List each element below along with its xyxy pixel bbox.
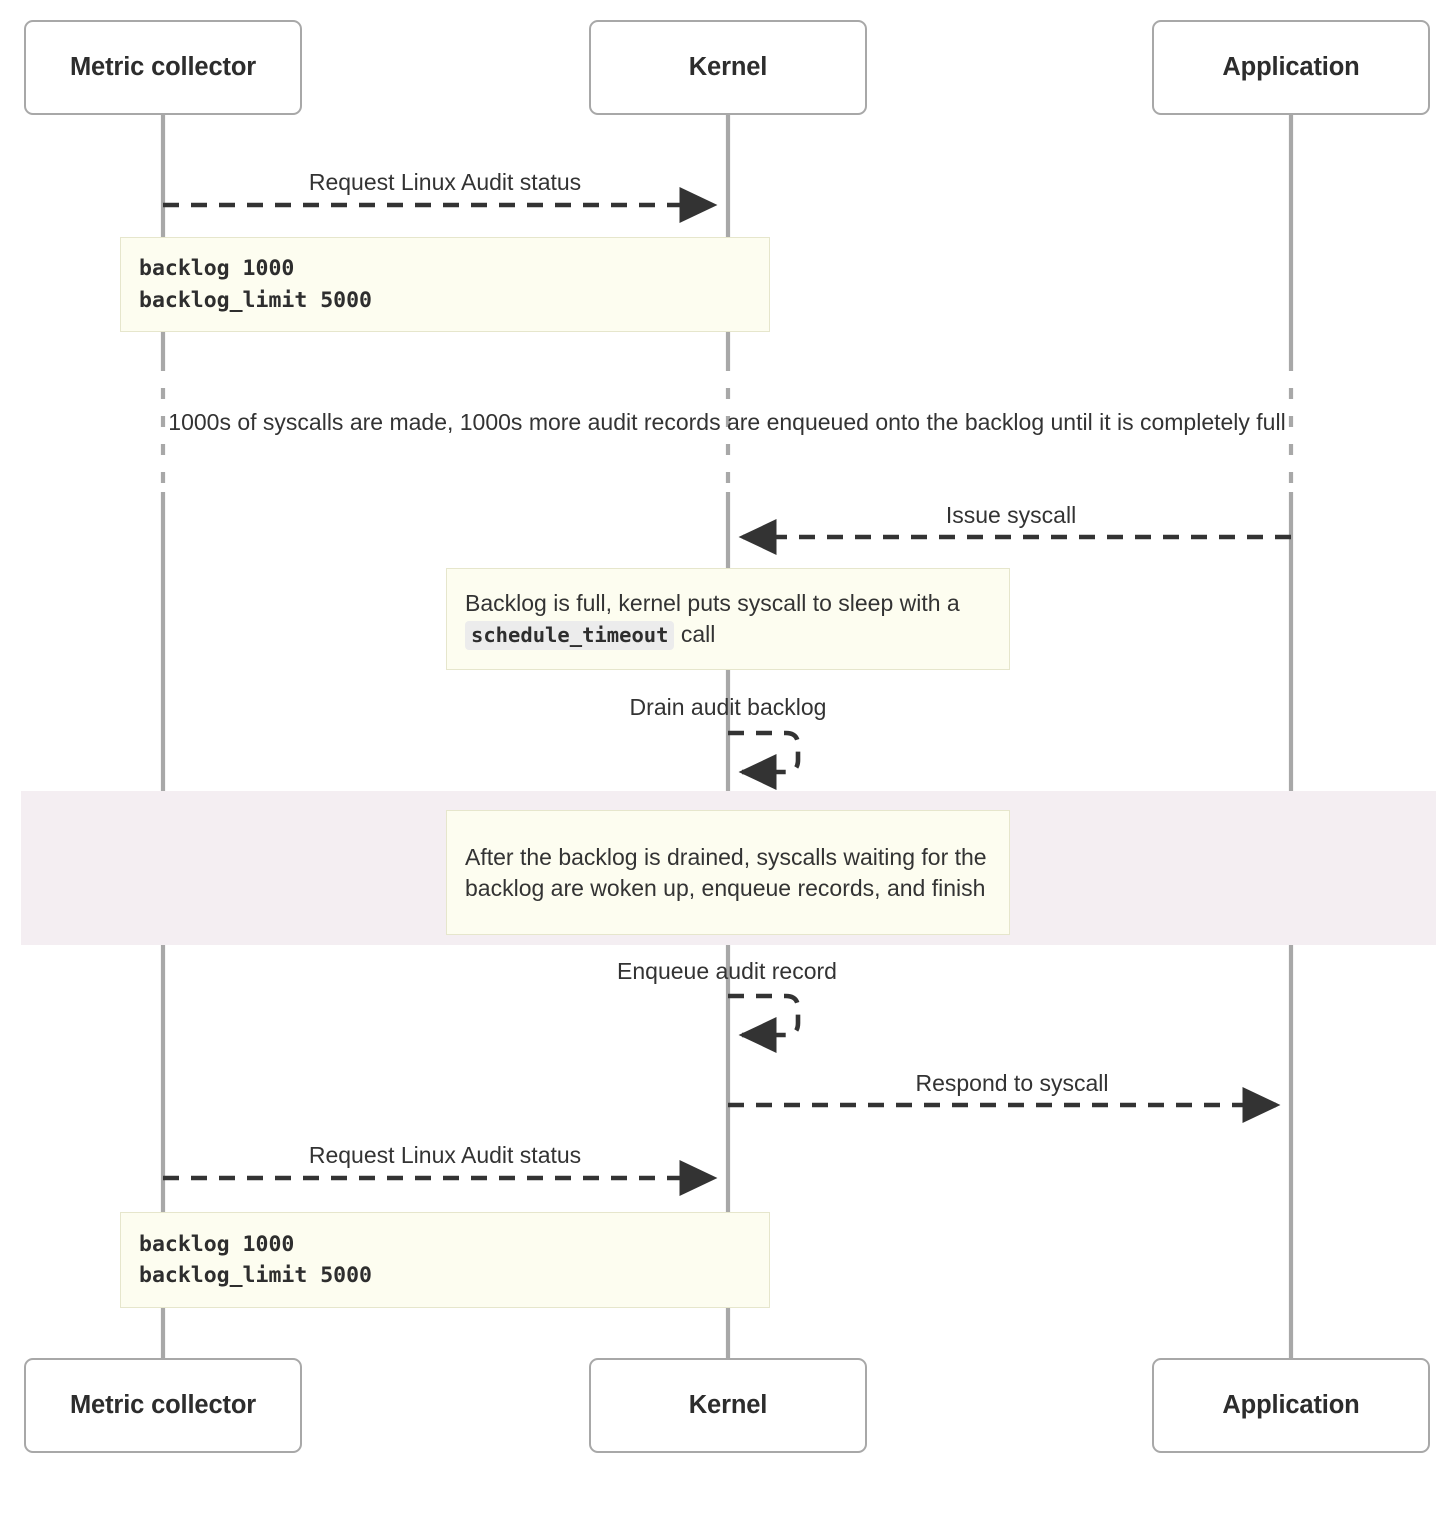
participant-box-metric-collector-bottom[interactable]: Metric collector [24,1358,302,1453]
participant-box-kernel-top[interactable]: Kernel [589,20,867,115]
divider-label-syscalls-flood: 1000s of syscalls are made, 1000s more a… [168,409,1286,435]
participant-label: Kernel [688,1391,768,1419]
participant-label: Application [1222,1391,1360,1419]
message-label-enqueue-audit-record: Enqueue audit record [617,958,837,984]
participant-label: Application [1222,53,1360,81]
note-backlog-status-2: backlog 1000 backlog_limit 5000 [120,1212,770,1308]
note-line: backlog 1000 [139,256,295,281]
message-selfloop-drain-audit-backlog [728,730,801,790]
note-line: backlog_limit 5000 [139,1263,372,1288]
participant-box-kernel-bottom[interactable]: Kernel [589,1358,867,1453]
participant-label: Metric collector [69,1391,257,1419]
inline-code-schedule-timeout: schedule_timeout [465,620,675,650]
participant-label: Metric collector [69,53,257,81]
participant-box-application-bottom[interactable]: Application [1152,1358,1430,1453]
note-text-after: call [674,620,716,647]
lifeline-dotted-group [160,360,1294,492]
participant-box-metric-collector-top[interactable]: Metric collector [24,20,302,115]
message-selfloop-enqueue-audit-record [728,993,801,1053]
note-body: After the backlog is drained, syscalls w… [465,843,987,901]
participant-label: Kernel [688,53,768,81]
message-label-drain-audit-backlog: Drain audit backlog [629,694,827,720]
note-backlog-status-1: backlog 1000 backlog_limit 5000 [120,237,770,332]
message-label-request-linux-audit-status-2: Request Linux Audit status [308,1142,582,1168]
note-line: backlog_limit 5000 [139,287,372,313]
note-body: Backlog is full, kernel puts syscall to … [447,588,1009,651]
message-label-respond-to-syscall: Respond to syscall [915,1070,1109,1096]
note-backlog-is-full: Backlog is full, kernel puts syscall to … [446,568,1010,670]
participant-box-application-top[interactable]: Application [1152,20,1430,115]
note-after-backlog-drained: After the backlog is drained, syscalls w… [446,810,1010,935]
note-line: backlog 1000 [139,1231,295,1257]
note-text-before: Backlog is full, kernel puts syscall to … [465,589,960,616]
message-label-request-linux-audit-status-1: Request Linux Audit status [308,169,582,195]
message-label-issue-syscall: Issue syscall [945,502,1077,528]
